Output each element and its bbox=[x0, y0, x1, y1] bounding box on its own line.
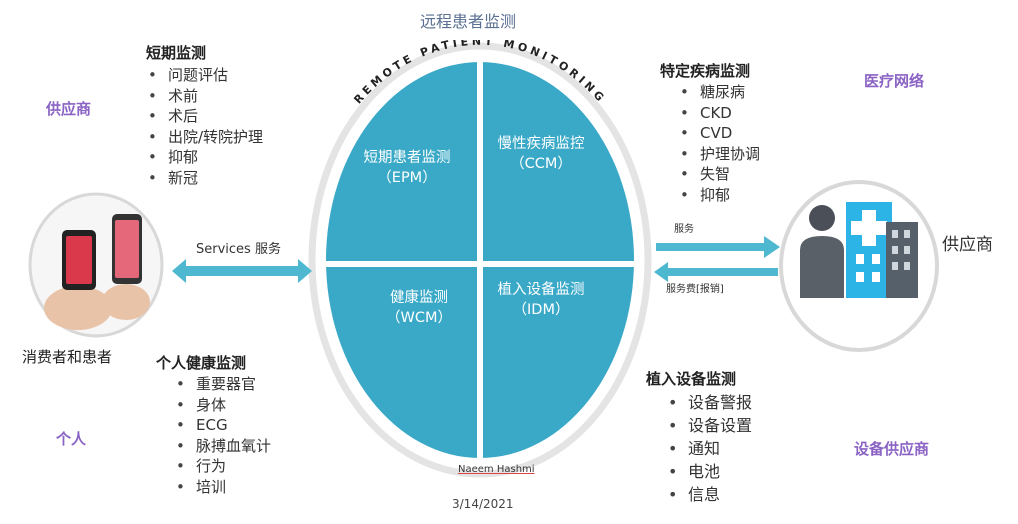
implant-heading: 植入设备监测 bbox=[646, 370, 737, 388]
list-item: 问题评估 bbox=[146, 65, 263, 86]
author-name: Naeem Hashmi bbox=[458, 464, 535, 475]
list-item: 出院/转院护理 bbox=[146, 127, 263, 148]
services-arrow bbox=[172, 259, 312, 283]
list-item: 电池 bbox=[666, 460, 752, 483]
quadrant-wcm-name: 健康监测 bbox=[390, 290, 448, 306]
service-label: 服务 bbox=[674, 224, 694, 235]
list-item: 糖尿病 bbox=[678, 82, 760, 103]
list-item: 培训 bbox=[174, 477, 271, 498]
chronic-list: 糖尿病 CKD CVD 护理协调 失智 抑郁 bbox=[678, 82, 760, 205]
device-supplier-label: 设备供应商 bbox=[854, 440, 930, 458]
window-icon bbox=[872, 254, 880, 264]
service-fee-arrow-left bbox=[654, 262, 778, 282]
chronic-section: 特定疾病监测 糖尿病 CKD CVD 护理协调 失智 抑郁 bbox=[660, 60, 760, 205]
rpm-circle-diagram: REMOTE PATIENT MONITORING bbox=[308, 40, 652, 478]
service-fee-arrow-left-shape bbox=[654, 262, 778, 282]
quadrant-ccm: 慢性疾病监控 （CCM） bbox=[486, 134, 596, 174]
list-item: 护理协调 bbox=[678, 144, 760, 165]
implant-list: 设备警报 设备设置 通知 电池 信息 bbox=[666, 391, 752, 506]
list-item: 重要器官 bbox=[174, 374, 271, 395]
services-arrow-shape bbox=[172, 259, 312, 283]
window-icon bbox=[904, 262, 910, 270]
doctor-head-icon bbox=[809, 205, 835, 231]
list-item: 术前 bbox=[146, 86, 263, 107]
list-item: 信息 bbox=[666, 483, 752, 506]
window-icon bbox=[904, 246, 910, 254]
list-item: 新冠 bbox=[146, 168, 263, 189]
list-item: 身体 bbox=[174, 395, 271, 416]
hospital-cross-icon bbox=[851, 221, 887, 235]
supplier-left-label: 供应商 bbox=[46, 100, 92, 118]
list-item: 抑郁 bbox=[678, 185, 760, 206]
date-label: 3/14/2021 bbox=[452, 497, 514, 511]
short-term-heading: 短期监测 bbox=[146, 44, 207, 62]
services-label: Services 服务 bbox=[196, 242, 281, 257]
window-icon bbox=[892, 230, 898, 238]
list-item: 脉搏血氧计 bbox=[174, 436, 271, 457]
list-item: 抑郁 bbox=[146, 147, 263, 168]
list-item: CVD bbox=[678, 123, 760, 144]
quadrant-idm-abbr: （IDM） bbox=[512, 302, 570, 318]
doctor-body-icon bbox=[800, 236, 844, 298]
list-item: 设备设置 bbox=[666, 414, 752, 437]
diagram-title: 远程患者监测 bbox=[420, 12, 517, 31]
personal-list: 重要器官 身体 ECG 脉搏血氧计 行为 培训 bbox=[174, 374, 271, 497]
individual-label: 个人 bbox=[56, 430, 87, 448]
window-icon bbox=[856, 254, 864, 264]
personal-heading: 个人健康监测 bbox=[156, 354, 247, 372]
service-arrow-right bbox=[656, 236, 780, 258]
window-icon bbox=[856, 272, 864, 282]
list-item: 失智 bbox=[678, 164, 760, 185]
window-icon bbox=[892, 262, 898, 270]
consumers-label: 消费者和患者 bbox=[22, 348, 113, 366]
supplier-right-label: 供应商 bbox=[942, 235, 993, 255]
chronic-heading: 特定疾病监测 bbox=[660, 62, 751, 80]
window-icon bbox=[872, 272, 880, 282]
quadrant-epm-abbr: （EPM） bbox=[377, 170, 437, 186]
quadrant-wcm: 健康监测 （WCM） bbox=[364, 288, 474, 328]
short-term-list: 问题评估 术前 术后 出院/转院护理 抑郁 新冠 bbox=[146, 65, 263, 188]
personal-section: 个人健康监测 重要器官 身体 ECG 脉搏血氧计 行为 培训 bbox=[156, 352, 271, 497]
short-term-section: 短期监测 问题评估 术前 术后 出院/转院护理 抑郁 新冠 bbox=[146, 42, 263, 188]
quadrant-ccm-abbr: （CCM） bbox=[510, 156, 572, 172]
list-item: 通知 bbox=[666, 437, 752, 460]
list-item: CKD bbox=[678, 103, 760, 124]
quadrant-epm-name: 短期患者监测 bbox=[363, 150, 451, 166]
hand-icon bbox=[102, 284, 150, 320]
phone-screen bbox=[66, 236, 92, 284]
service-arrow-right-shape bbox=[656, 236, 780, 258]
consumer-illustration bbox=[28, 192, 164, 338]
phone-screen bbox=[115, 220, 139, 278]
list-item: 设备警报 bbox=[666, 391, 752, 414]
provider-illustration bbox=[779, 180, 939, 352]
quadrant-epm: 短期患者监测 （EPM） bbox=[352, 148, 462, 188]
window-icon bbox=[904, 230, 910, 238]
list-item: 术后 bbox=[146, 106, 263, 127]
quadrant-idm-name: 植入设备监测 bbox=[497, 282, 585, 298]
quadrant-idm: 植入设备监测 （IDM） bbox=[486, 280, 596, 320]
medical-network-label: 医疗网络 bbox=[864, 72, 925, 90]
window-icon bbox=[892, 246, 898, 254]
service-fee-label: 服务费[报销] bbox=[666, 284, 724, 295]
implant-section: 植入设备监测 设备警报 设备设置 通知 电池 信息 bbox=[646, 368, 752, 506]
quadrant-wcm-abbr: （WCM） bbox=[386, 310, 452, 326]
list-item: ECG bbox=[174, 415, 271, 436]
building-icon bbox=[886, 222, 918, 298]
quadrant-ccm-name: 慢性疾病监控 bbox=[497, 136, 585, 152]
list-item: 行为 bbox=[174, 456, 271, 477]
hand-icon bbox=[44, 286, 112, 330]
